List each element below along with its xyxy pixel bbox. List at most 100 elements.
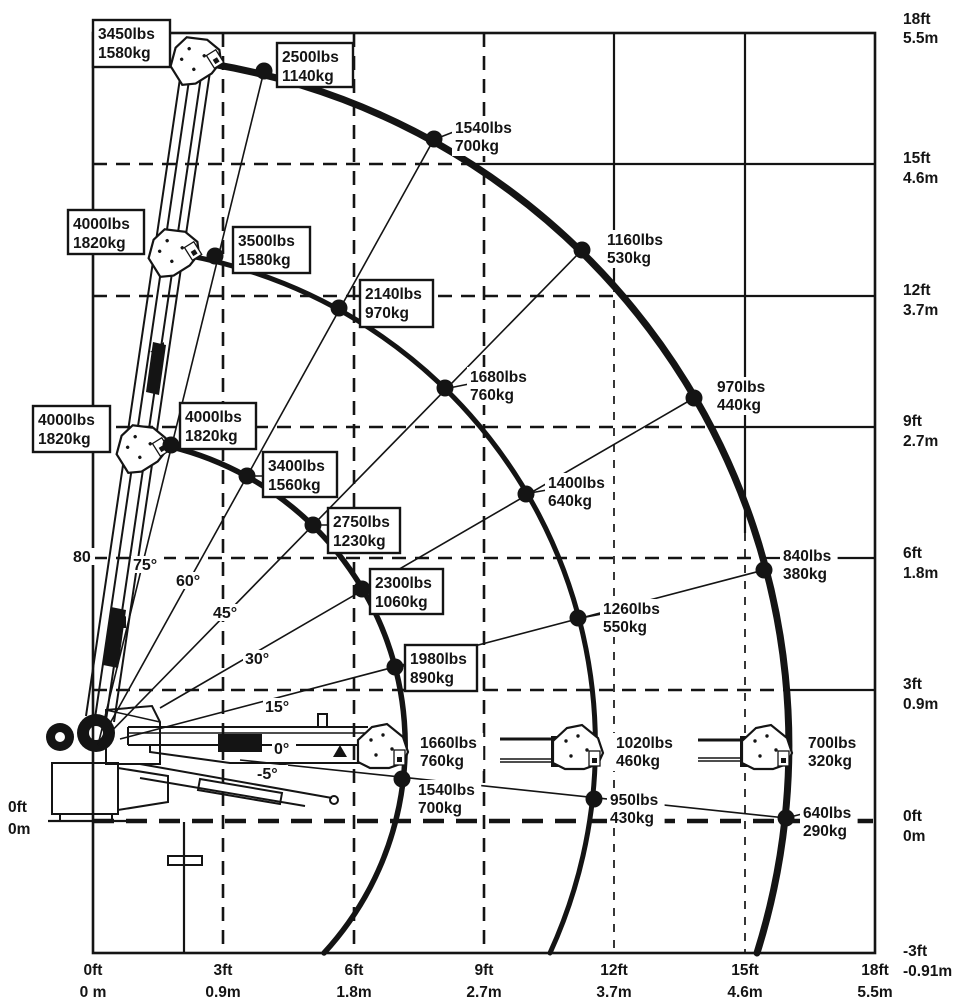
load-label-box: [368, 567, 445, 616]
load-lbs: 840lbs: [783, 548, 831, 565]
load-kg: 700kg: [418, 800, 462, 817]
capacity-point: [386, 658, 404, 676]
capacity-point: [517, 485, 535, 503]
load-lbs: 1540lbs: [455, 120, 512, 137]
y-tick-label: 15ft: [903, 150, 931, 167]
x-tick-label: 3.7m: [596, 984, 631, 1001]
load-lbs: 640lbs: [803, 805, 851, 822]
y-tick-label: 3ft: [903, 676, 922, 693]
capacity-points: [115, 36, 803, 827]
capacity-point: [755, 561, 773, 579]
y-tick-label: 18ft: [903, 11, 931, 28]
load-label-box: [261, 450, 339, 499]
capacity-point: [569, 609, 587, 627]
y-left-label: 0ft: [8, 799, 27, 816]
radial-line: [239, 759, 787, 819]
load-label: 2750lbs 1230kg: [326, 506, 402, 555]
y-tick-label: -3ft: [903, 943, 927, 960]
load-lbs: 4000lbs: [185, 409, 242, 426]
y-tick-label: 6ft: [903, 545, 922, 562]
load-kg: 1230kg: [333, 533, 386, 550]
y-tick-label: 1.8m: [903, 565, 938, 582]
load-kg: 460kg: [616, 753, 660, 770]
capacity-point: [255, 62, 273, 80]
load-lbs: 950lbs: [610, 792, 658, 809]
x-tick-label: 2.7m: [466, 984, 501, 1001]
angle-label: 30°: [245, 651, 269, 668]
load-kg: 1820kg: [73, 235, 126, 252]
plot-frame: [91, 31, 877, 955]
boom-head-icon: [740, 723, 794, 771]
boom-block: [218, 734, 262, 752]
angle-label: 75°: [133, 557, 157, 574]
load-kg: 640kg: [548, 493, 592, 510]
arm-joint: [329, 795, 339, 805]
capacity-point: [162, 436, 180, 454]
y-tick-label: 9ft: [903, 413, 922, 430]
angle-label: 45°: [213, 605, 237, 622]
y-left-label: 0m: [8, 821, 30, 838]
crane-base: [51, 762, 119, 815]
capacity-point: [777, 809, 795, 827]
load-lbs: 1660lbs: [420, 735, 477, 752]
load-kg: 380kg: [783, 566, 827, 583]
load-label-box: [91, 18, 172, 69]
capacity-point: [436, 379, 454, 397]
x-tick-label: 15ft: [731, 962, 759, 979]
load-lbs: 1020lbs: [616, 735, 673, 752]
load-kg: 890kg: [410, 670, 454, 687]
x-tick-label: 0 m: [80, 984, 107, 1001]
y-tick-label: 3.7m: [903, 302, 938, 319]
x-tick-label: 0.9m: [205, 984, 240, 1001]
load-kg: 430kg: [610, 810, 654, 827]
load-lbs: 1160lbs: [607, 232, 663, 249]
capacity-point: [393, 770, 411, 788]
angle-label: 60°: [176, 573, 200, 590]
boom-marker-icon: [108, 616, 126, 628]
boom-marker-icon: [150, 342, 164, 354]
load-lbs: 2300lbs: [375, 575, 432, 592]
load-label-box: [403, 643, 479, 693]
load-lbs: 3450lbs: [98, 26, 155, 43]
load-kg: 760kg: [420, 753, 464, 770]
capacity-arc: [138, 438, 408, 956]
load-kg: 700kg: [455, 138, 499, 155]
load-kg: 1060kg: [375, 594, 428, 611]
load-label-box: [358, 278, 435, 329]
load-lbs: 2750lbs: [333, 514, 390, 531]
crane-base-side: [117, 766, 169, 812]
boom-head-icon: [169, 36, 225, 86]
load-label: 2300lbs 1060kg: [368, 567, 445, 616]
turret: [105, 704, 161, 765]
load-kg: 320kg: [808, 753, 852, 770]
boom-head-icon: [551, 723, 605, 771]
x-tick-label: 0ft: [84, 962, 103, 979]
y-tick-label: 2.7m: [903, 433, 938, 450]
boom-section-block: [146, 342, 166, 395]
load-lbs: 1260lbs: [603, 601, 660, 618]
load-lbs: 2500lbs: [282, 49, 339, 66]
x-tick-label: 1.8m: [336, 984, 371, 1001]
y-tick-label: 0ft: [903, 808, 922, 825]
load-kg: 1580kg: [98, 45, 151, 62]
capacity-labels: 4000lbs1820kg4000lbs1820kg3400lbs1560kg2…: [31, 18, 863, 841]
load-label-box: [231, 225, 312, 275]
capacity-point: [573, 241, 591, 259]
capacity-arcs: [138, 60, 793, 957]
